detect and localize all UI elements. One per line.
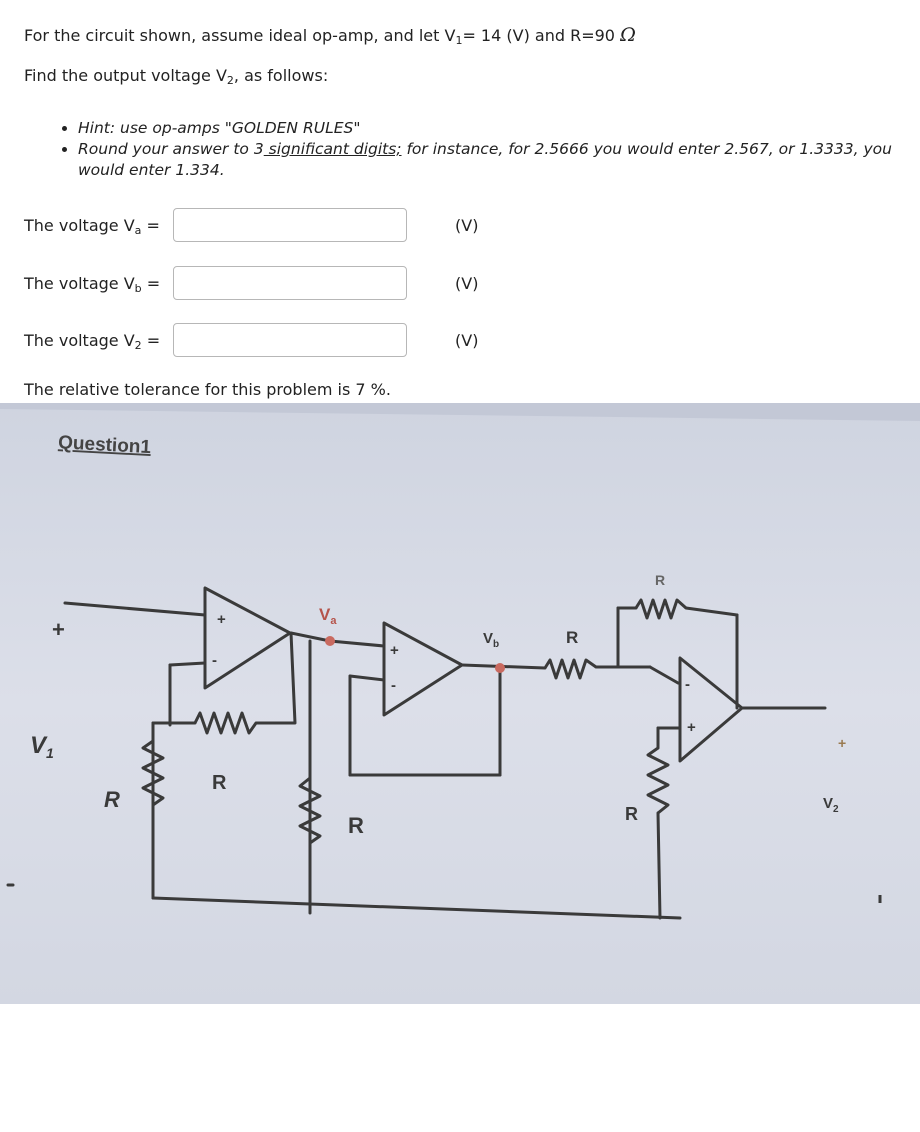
op-amp-2 xyxy=(382,621,464,717)
hint-golden-rules: Hint: use op-amps "GOLDEN RULES" xyxy=(78,118,920,139)
va-input[interactable] xyxy=(173,208,407,242)
v1-subscript: 1 xyxy=(455,34,463,47)
source-plus-label: + xyxy=(52,617,65,642)
significant-digits-link[interactable]: significant digits; xyxy=(263,140,402,158)
find-suffix: , as follows: xyxy=(233,66,329,85)
resistor-ground-1 xyxy=(141,739,165,807)
resistor-label-ground-2: R xyxy=(348,813,364,838)
va-unit: (V) xyxy=(455,216,479,235)
v2-label-text: The voltage V xyxy=(24,331,135,350)
vb-label-sub: b xyxy=(134,282,142,295)
paper-shadow xyxy=(0,403,920,421)
node-vb xyxy=(495,663,505,673)
circuit-labels: + V1 Va Vb V2 R R R R R R + xyxy=(30,572,846,838)
nodes xyxy=(325,636,505,673)
hint-rounding: Round your answer to 3 significant digit… xyxy=(78,139,920,181)
hint-rounding-post: for instance, for 2.5666 you would enter… xyxy=(78,140,892,179)
resistor-label-ground-3: R xyxy=(625,804,638,824)
op3-minus-sign: - xyxy=(685,676,690,693)
answer-row-vb: The voltage Vb = (V) xyxy=(24,266,904,302)
vb-label-eq: = xyxy=(141,274,161,293)
v2-label-eq: = xyxy=(141,331,161,350)
resistor-feedback-3 xyxy=(634,598,687,620)
output-plus-label: + xyxy=(838,735,846,751)
answer-row-v2: The voltage V2 = (V) xyxy=(24,323,904,359)
op-amp-1 xyxy=(203,586,292,690)
vb-label-text: The voltage V xyxy=(24,274,135,293)
va-label-eq: = xyxy=(141,216,160,235)
op-amps xyxy=(203,586,744,763)
problem-statement: For the circuit shown, assume ideal op-a… xyxy=(24,24,636,47)
paper-background xyxy=(0,403,920,1004)
resistor-input-3 xyxy=(543,658,597,680)
vb-unit: (V) xyxy=(455,274,479,293)
v2-label-sub: 2 xyxy=(134,339,142,352)
circuit-diagram: Question1 xyxy=(0,403,920,1004)
resistor-ground-3 xyxy=(646,746,670,815)
v2-input[interactable] xyxy=(173,323,407,357)
va-node-label: Va xyxy=(319,605,337,627)
hint-list: Hint: use op-amps "GOLDEN RULES" Round y… xyxy=(56,118,920,181)
op3-plus-sign: + xyxy=(687,719,696,736)
va-label: The voltage Va = xyxy=(24,216,160,237)
node-va xyxy=(325,636,335,646)
resistor-ground-2 xyxy=(298,776,322,845)
tolerance-note: The relative tolerance for this problem … xyxy=(24,380,391,399)
vb-input[interactable] xyxy=(173,266,407,300)
answer-row-va: The voltage Va = (V) xyxy=(24,208,904,244)
resistor-label-input-3: R xyxy=(566,628,578,647)
intro-prefix: For the circuit shown, assume ideal op-a… xyxy=(24,26,456,45)
op2-minus-sign: - xyxy=(391,677,396,694)
op-amp-3 xyxy=(678,656,744,763)
hint-rounding-pre: Round your answer to 3 xyxy=(78,140,264,158)
v2-unit: (V) xyxy=(455,331,479,350)
find-instruction: Find the output voltage V2, as follows: xyxy=(24,66,328,87)
v2-output-label: V2 xyxy=(823,795,839,815)
resistor-feedback-1 xyxy=(193,711,295,735)
op-amp-signs: + - + - - + xyxy=(212,611,696,736)
v2-subscript: 2 xyxy=(226,74,234,87)
question-heading: Question1 xyxy=(58,432,152,458)
resistor-label-feedback-1: R xyxy=(212,772,227,794)
intro-values: = 14 (V) and R=90 xyxy=(462,26,615,45)
op1-minus-sign: - xyxy=(212,652,217,669)
va-label-text: The voltage V xyxy=(24,216,135,235)
resistor-label-ground-1: R xyxy=(104,787,120,812)
v2-label: The voltage V2 = xyxy=(24,331,160,352)
vb-label: The voltage Vb = xyxy=(24,274,160,295)
circuit-photo: Question1 xyxy=(0,403,920,1004)
resistor-label-feedback-3: R xyxy=(655,572,665,588)
va-label-sub: a xyxy=(134,224,142,237)
resistors xyxy=(141,598,687,845)
op2-plus-sign: + xyxy=(390,642,399,659)
v1-label: V1 xyxy=(30,732,54,761)
find-prefix: Find the output voltage V xyxy=(24,66,227,85)
vb-node-label: Vb xyxy=(483,630,499,650)
ohm-symbol: Ω xyxy=(620,24,636,46)
op1-plus-sign: + xyxy=(217,611,226,628)
